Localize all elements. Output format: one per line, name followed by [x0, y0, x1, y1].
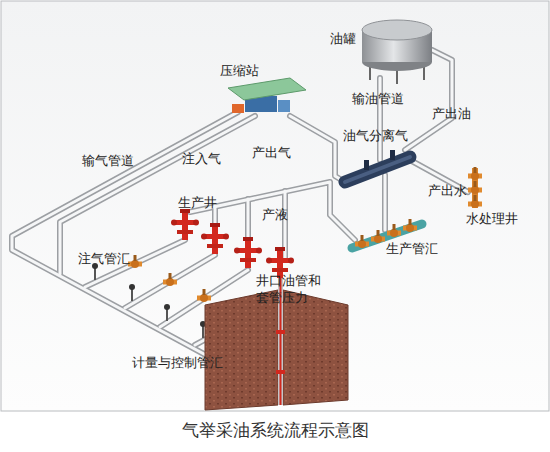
manifold-valve	[371, 230, 385, 243]
separator-vessel	[345, 157, 410, 182]
injection-branch	[125, 255, 215, 308]
part-label: 油罐	[330, 30, 356, 47]
wellhead	[201, 223, 229, 254]
part-label: 输气管道	[82, 152, 134, 169]
formation-panel	[283, 290, 348, 405]
part-label: 水处理井	[466, 210, 518, 227]
oil-pipeline	[377, 78, 383, 160]
well-riser	[247, 199, 250, 240]
separator-highlight	[345, 157, 410, 182]
part-label: 生产管汇	[386, 240, 438, 257]
part-label: 井口油管和 套管压力	[256, 272, 324, 306]
injection-valve	[197, 289, 211, 302]
oil-pipeline	[379, 78, 382, 160]
manifold-valve	[355, 235, 369, 248]
well-cross-section	[205, 262, 348, 410]
compressor-station	[228, 78, 306, 113]
well-riser	[245, 199, 251, 240]
manifold-valve	[403, 219, 417, 232]
figure-caption: 气举采油系统流程示意图	[0, 418, 550, 442]
gas-lift-valve	[276, 370, 285, 374]
part-label: 油气分离气	[343, 127, 408, 144]
manifold-valve	[387, 224, 401, 237]
part-label: 产出油	[432, 105, 471, 122]
manifold-to-separator-pipe	[382, 175, 388, 230]
injection-gas-pipe	[60, 116, 255, 274]
gas-pipeline	[12, 112, 238, 360]
manifold-to-separator-pipe	[384, 175, 387, 230]
pressure-gauge	[129, 284, 135, 301]
part-label: 产液	[262, 206, 288, 223]
wellhead	[234, 237, 262, 268]
compressor-unit	[278, 100, 290, 112]
water-well-valve	[468, 181, 482, 194]
part-label: 产出水	[428, 182, 467, 199]
part-label: 压缩站	[220, 62, 259, 79]
injection-valve	[128, 255, 142, 268]
part-label: 生产井	[178, 194, 217, 211]
part-label: 计量与控制管汇	[132, 354, 223, 371]
part-label: 产出气	[252, 144, 291, 161]
water-well-valve	[468, 195, 482, 208]
tank-top	[362, 20, 432, 40]
compressor-motor	[232, 104, 244, 113]
part-label: 注入气	[182, 150, 221, 167]
gas-pipeline	[12, 112, 238, 360]
oil-gas-separator	[345, 150, 410, 182]
oil-tank	[362, 20, 432, 84]
pressure-gauge	[164, 304, 170, 321]
separator-nozzle	[364, 160, 369, 170]
formation-panel	[205, 290, 278, 410]
water-well-valve	[468, 167, 482, 180]
part-label: 输油管道	[352, 90, 404, 107]
injection-branch	[125, 255, 215, 308]
injection-valve	[163, 273, 177, 286]
compressor-roof	[228, 78, 306, 100]
produced-gas-pipe	[290, 116, 345, 182]
gas-lift-valve	[276, 330, 285, 334]
part-label: 注气管汇	[78, 250, 130, 267]
water-treatment-well	[468, 167, 482, 208]
wellhead	[171, 209, 199, 240]
separator-nozzle	[390, 150, 395, 160]
figure-frame	[1, 1, 549, 411]
produced-gas-pipe	[290, 116, 345, 182]
